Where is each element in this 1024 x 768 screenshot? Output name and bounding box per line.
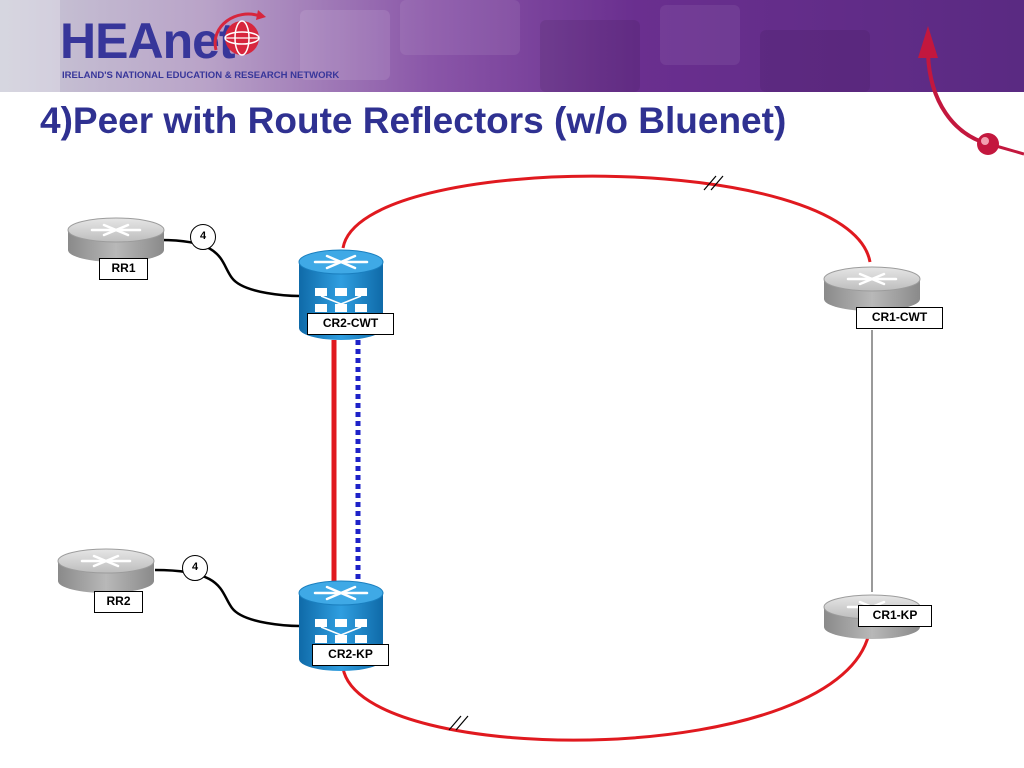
- heanet-logo-subtitle: IRELAND'S NATIONAL EDUCATION & RESEARCH …: [62, 70, 340, 81]
- node-label-cr1-kp: CR1-KP: [858, 605, 932, 627]
- node-label-cr1-cwt: CR1-CWT: [856, 307, 943, 329]
- link-cr2cwt-cr1cwt: [341, 174, 872, 263]
- node-label-cr2-cwt: CR2-CWT: [307, 313, 394, 335]
- session-rr1-cr2cwt: [159, 238, 301, 298]
- router-icon: [67, 217, 165, 262]
- heanet-logo-text: HEAnet: [60, 13, 236, 69]
- slide-title: 4)Peer with Route Reflectors (w/o Bluene…: [40, 100, 787, 141]
- banner-background-graphic: [0, 0, 870, 92]
- break-mark-top: [703, 175, 724, 191]
- session-rr2-cr2kp: [154, 568, 301, 628]
- session-number-rr1: 4: [190, 224, 216, 250]
- swoosh-arrow-graphic: [918, 26, 1024, 156]
- session-number-rr2: 4: [182, 555, 208, 581]
- router-icon: [57, 548, 155, 593]
- header-banner: HEAnet IRELAND'S NATIONAL EDUCATION & RE…: [0, 0, 1024, 92]
- router-icon: [823, 266, 921, 311]
- node-label-rr1: RR1: [99, 258, 148, 280]
- link-cr2kp-cr1kp: [341, 627, 872, 742]
- break-mark-bottom: [448, 715, 469, 731]
- node-label-rr2: RR2: [94, 591, 143, 613]
- heanet-globe-icon: [213, 10, 266, 56]
- node-label-cr2-kp: CR2-KP: [312, 644, 389, 666]
